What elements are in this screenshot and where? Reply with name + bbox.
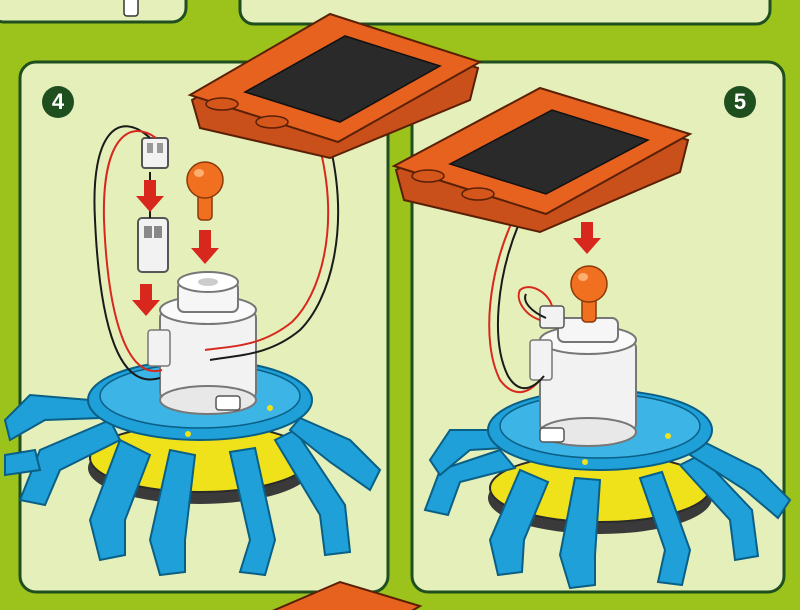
solar-panel-slot: [206, 98, 238, 110]
connector-pin: [157, 143, 163, 153]
platform-stud: [582, 459, 588, 465]
solar-panel-slot: [412, 170, 444, 182]
connector-socket: [138, 218, 168, 272]
motor-bottom: [160, 386, 256, 414]
solar-panel-slot: [256, 116, 288, 128]
connector-plug: [142, 138, 168, 168]
socket-slot: [154, 226, 162, 238]
motor-connector-port: [148, 330, 170, 366]
motor-clip: [540, 428, 564, 442]
bulb-head: [187, 162, 223, 198]
platform-stud: [267, 405, 273, 411]
bulb-highlight: [578, 273, 588, 281]
step-number-5: 5: [724, 86, 756, 118]
bulb-highlight: [194, 169, 204, 177]
previous-part-fragment: [124, 0, 138, 16]
socket-slot: [144, 226, 152, 238]
socket-hole: [198, 278, 218, 286]
solar-panel-slot: [462, 188, 494, 200]
step-number-4: 4: [42, 86, 74, 118]
platform-stud: [185, 431, 191, 437]
connector-pin: [147, 143, 153, 153]
bulb-head: [571, 266, 607, 302]
previous-panel-left: [0, 0, 186, 22]
platform-stud: [665, 433, 671, 439]
motor-connector-port: [530, 340, 552, 380]
motor-clip: [216, 396, 240, 410]
leg-foot: [5, 450, 40, 475]
